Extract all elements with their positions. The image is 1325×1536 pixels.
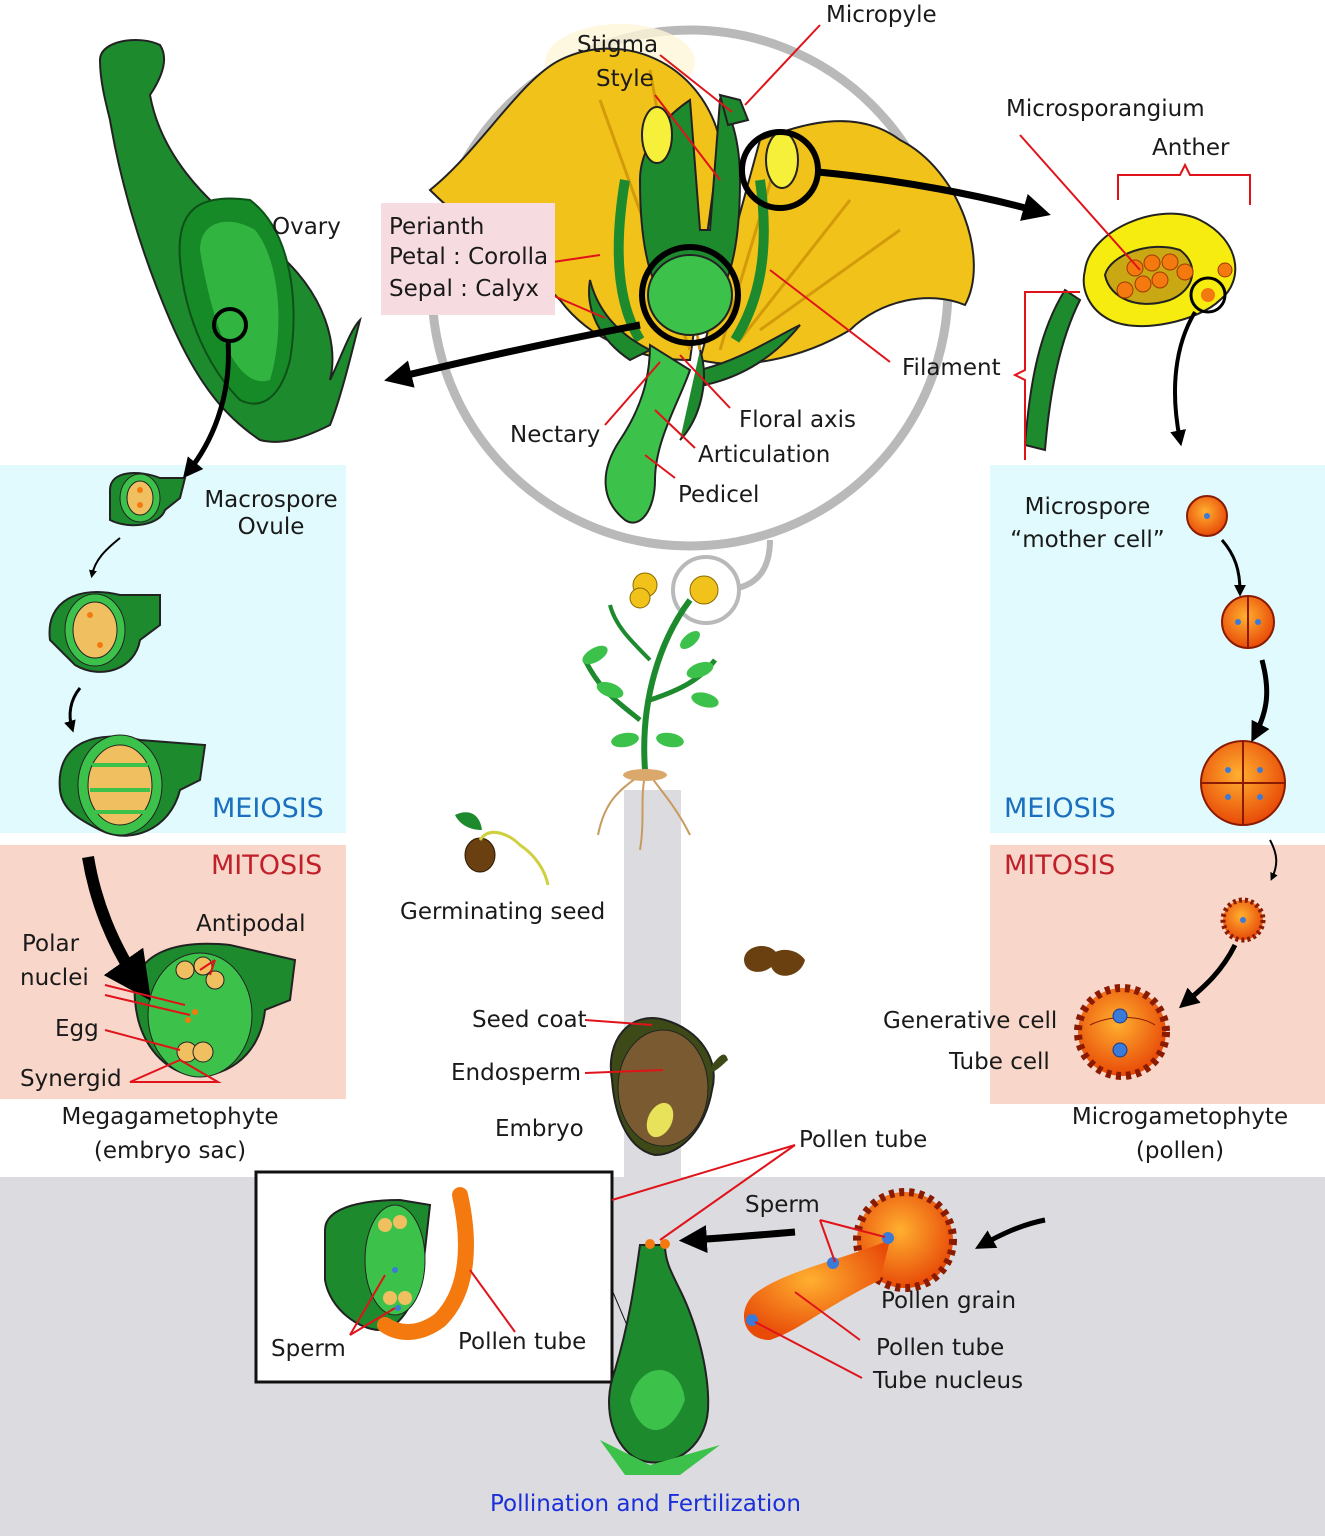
label-polar: Polar — [22, 931, 80, 957]
label-micropyle: Micropyle — [826, 2, 937, 28]
anther-drawing — [1023, 212, 1237, 452]
label-germinating-seed: Germinating seed — [400, 899, 606, 925]
label-ovary: Ovary — [272, 214, 341, 240]
label-microsporangium: Microsporangium — [1006, 96, 1205, 122]
label-generative-cell: Generative cell — [883, 1008, 1058, 1034]
label-pedicel: Pedicel — [678, 482, 760, 508]
label-pollen-tube-inset: Pollen tube — [458, 1329, 587, 1355]
label-embryo: Embryo — [495, 1116, 584, 1142]
label-ovule: Ovule — [237, 514, 305, 540]
label-mitosis-left: MITOSIS — [211, 850, 323, 881]
flower-cross-section — [428, 47, 975, 524]
ovary-drawing — [98, 39, 362, 443]
label-stigma: Stigma — [577, 32, 659, 58]
label-antipodal: Antipodal — [196, 911, 306, 937]
label-sperm-inset: Sperm — [271, 1336, 346, 1362]
label-pollen-grain: Pollen grain — [881, 1288, 1017, 1314]
germinating-seed-drawing — [455, 812, 805, 976]
label-egg: Egg — [55, 1016, 99, 1042]
label-sperm-right: Sperm — [745, 1192, 820, 1218]
leader-lines — [104, 24, 1251, 1379]
label-megagametophyte: Megagametophyte — [61, 1104, 279, 1130]
label-pollen-tube-top: Pollen tube — [799, 1127, 928, 1153]
label-mitosis-right: MITOSIS — [1004, 850, 1116, 881]
label-perianth: Perianth — [389, 214, 485, 240]
label-anther: Anther — [1152, 135, 1230, 161]
label-nectary: Nectary — [510, 422, 601, 448]
microspore-stages — [1074, 495, 1286, 1080]
label-floral-axis: Floral axis — [739, 407, 857, 433]
seed-drawing — [609, 1017, 728, 1157]
label-articulation: Articulation — [698, 442, 831, 468]
label-macrospore: Macrospore — [204, 487, 338, 513]
label-pollination-fertilization: Pollination and Fertilization — [490, 1491, 801, 1517]
label-filament: Filament — [902, 355, 1001, 381]
label-petal-corolla: Petal : Corolla — [389, 244, 549, 270]
label-microspore: Microspore — [1024, 494, 1151, 520]
label-meiosis-right: MEIOSIS — [1004, 793, 1116, 824]
label-endosperm: Endosperm — [451, 1060, 581, 1086]
label-pollen: (pollen) — [1135, 1138, 1225, 1164]
plant-drawing — [582, 572, 719, 851]
pollen-grain-drawing — [743, 1188, 957, 1340]
label-style: Style — [596, 66, 654, 92]
perianth-box — [381, 203, 555, 315]
arrows — [64, 168, 1278, 1254]
label-seed-coat: Seed coat — [472, 1007, 587, 1033]
label-mother-cell: “mother cell” — [1010, 527, 1165, 553]
fertilization-inset — [254, 1170, 681, 1409]
label-tube-cell: Tube cell — [949, 1049, 1050, 1075]
pistil-drawing — [600, 1239, 720, 1475]
ovule-stages — [48, 472, 297, 1078]
label-synergid: Synergid — [20, 1066, 122, 1092]
label-pollen-tube-right: Pollen tube — [876, 1335, 1005, 1361]
label-nuclei: nuclei — [20, 965, 89, 991]
label-embryo-sac: (embryo sac) — [93, 1138, 247, 1164]
label-meiosis-left: MEIOSIS — [212, 793, 324, 824]
label-sepal-calyx: Sepal : Calyx — [389, 276, 539, 302]
label-microgametophyte: Microgametophyte — [1071, 1104, 1289, 1130]
label-tube-nucleus: Tube nucleus — [873, 1368, 1024, 1394]
